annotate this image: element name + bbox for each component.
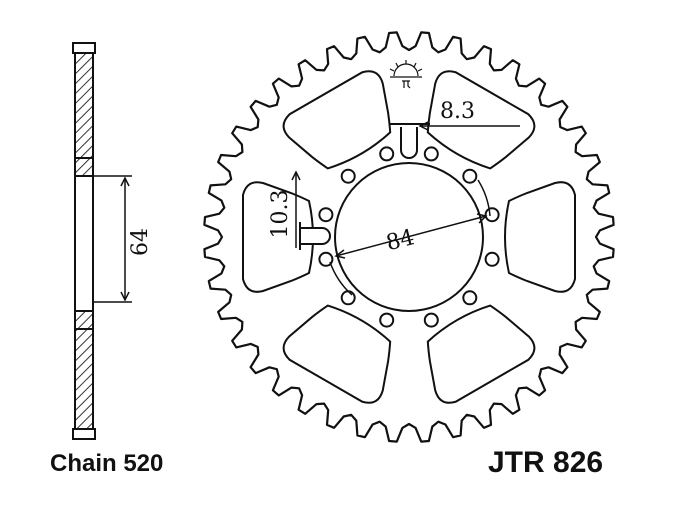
hole-size-leader [291, 170, 301, 248]
profile-lower-step [74, 310, 94, 330]
bolt-hole [423, 312, 439, 328]
slot-width-leader [418, 121, 520, 131]
profile-hub [74, 175, 94, 312]
slot-width-label: 8.3 [440, 99, 475, 124]
bolt-hole [340, 168, 356, 184]
hub-slot [282, 304, 392, 404]
profile-lower-hatch [74, 328, 94, 430]
hub-slot [282, 70, 392, 170]
profile-upper-hatch [74, 52, 94, 159]
bolt-hole [484, 207, 500, 223]
bolt-hole [318, 207, 334, 223]
profile-upper-step [74, 157, 94, 177]
chain-size-caption: Chain 520 [50, 450, 164, 477]
bolt-hole [462, 168, 478, 184]
bolt-hole [423, 146, 439, 162]
bolt-hole [318, 251, 334, 267]
sun-logo-icon [389, 60, 423, 89]
hole-size-label: 10.3 [268, 190, 293, 239]
profile-top-cap [72, 42, 96, 54]
hub-dimension [93, 175, 132, 303]
side-profile-view: 64 [72, 42, 153, 440]
sprocket-face-view: 8.3 10.3 84 [203, 31, 615, 443]
left-hole-mark [299, 222, 331, 250]
hub-slot [426, 304, 536, 404]
bolt-hole [484, 251, 500, 267]
bolt-hole [462, 290, 478, 306]
hub-slot [504, 181, 576, 293]
bolt-hole [379, 146, 395, 162]
bolt-hole [340, 290, 356, 306]
hub-width-label: 64 [128, 228, 153, 256]
profile-bottom-cap [72, 428, 96, 440]
bolt-circle-dimension [329, 179, 491, 296]
part-number-caption: JTR 826 [488, 446, 604, 479]
hub-slots [242, 70, 576, 404]
bolt-hole [379, 312, 395, 328]
hub-slot [426, 70, 536, 170]
